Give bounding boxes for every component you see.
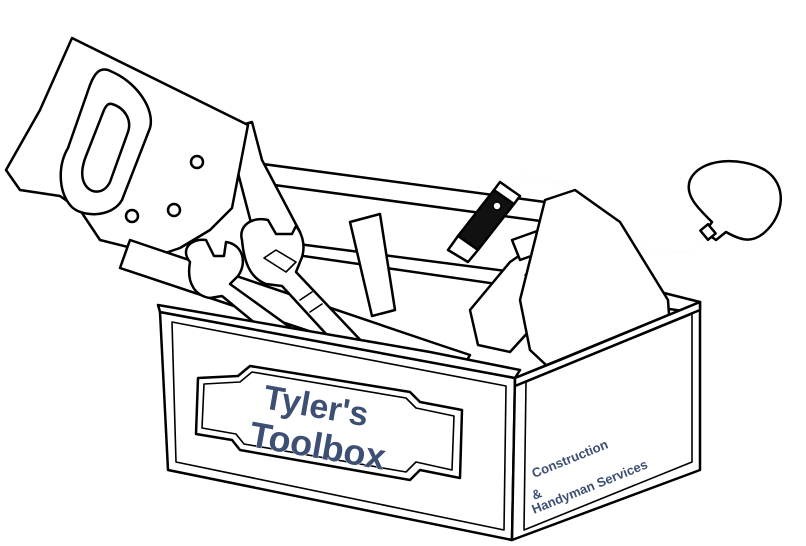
hand-drill-icon <box>446 159 782 264</box>
drill-grip <box>446 180 522 264</box>
adjustable-wrench-icon <box>240 217 368 362</box>
toolbox-icon <box>156 188 702 542</box>
name-plaque <box>194 364 464 482</box>
